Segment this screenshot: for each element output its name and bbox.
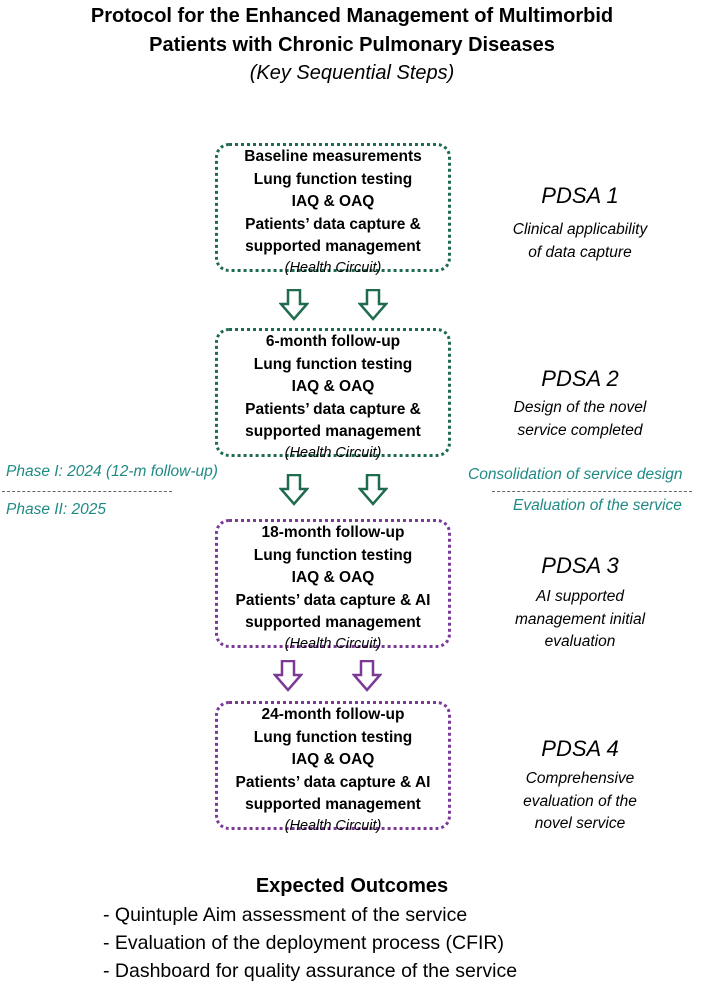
step-heading: 18-month follow-up (261, 524, 405, 541)
subtitle: (Key Sequential Steps) (249, 62, 455, 84)
down-arrow-icon (279, 289, 309, 321)
pdsa-desc-line: Clinical applicability (512, 221, 648, 238)
pdsa-desc-line: of data capture (528, 243, 632, 261)
step-line: supported management (245, 614, 421, 631)
step-circuit: (Health Circuit) (284, 259, 382, 276)
step-heading: Baseline measurements (244, 148, 422, 165)
outcome-item: - Evaluation of the deployment process (… (103, 932, 505, 954)
pdsa-desc-line: service completed (517, 421, 643, 439)
pdsa-desc-4: Comprehensive evaluation of the novel se… (480, 768, 680, 836)
step-line: Lung function testing (253, 728, 413, 746)
phase-right-top-label: Consolidation of service design (468, 466, 683, 483)
step-line: Patients’ data capture & (245, 215, 421, 233)
pdsa-label-1: PDSA 1 (541, 183, 619, 208)
down-arrow-icon (273, 660, 303, 692)
pdsa-desc-1: Clinical applicability of data capture (480, 219, 680, 264)
phase-1-label: Phase I: 2024 (12-m follow-up) (6, 463, 218, 480)
phase-divider-left (2, 491, 172, 492)
down-arrow-icon (352, 660, 382, 692)
step-circuit: (Health Circuit) (284, 635, 382, 652)
pdsa-desc-line: Design of the novel (513, 399, 647, 416)
step-line: Lung function testing (253, 355, 413, 373)
step-line: IAQ & OAQ (291, 193, 375, 210)
pdsa-desc-line: evaluation of the (523, 792, 637, 810)
pdsa-desc-line: novel service (534, 815, 626, 832)
step-line: IAQ & OAQ (291, 378, 375, 395)
step-line: IAQ & OAQ (291, 751, 375, 768)
pdsa-desc-line: AI supported (536, 588, 624, 605)
pdsa-desc-2: Design of the novel service completed (480, 397, 680, 442)
pdsa-label-2: PDSA 2 (541, 366, 619, 391)
step-line: Patients’ data capture & (245, 400, 421, 418)
step-box-18-month: 18-month follow-up Lung function testing… (215, 519, 451, 652)
phase-divider-right (492, 491, 692, 492)
outcome-item: - Dashboard for quality assurance of the… (103, 960, 518, 982)
step-circuit: (Health Circuit) (284, 444, 382, 461)
step-line: IAQ & OAQ (291, 569, 375, 586)
step-line: Lung function testing (253, 546, 413, 564)
step-circuit: (Health Circuit) (284, 817, 382, 834)
step-box-6-month: 6-month follow-up Lung function testing … (215, 328, 451, 461)
phase-right-bottom-label: Evaluation of the service (513, 497, 682, 514)
down-arrow-icon (358, 289, 388, 321)
step-line: supported management (245, 796, 421, 813)
step-box-baseline: Baseline measurements Lung function test… (215, 143, 451, 276)
pdsa-desc-line: evaluation (544, 633, 616, 650)
step-heading: 24-month follow-up (261, 706, 405, 723)
pdsa-desc-line: Comprehensive (525, 770, 635, 787)
outcome-item: - Quintuple Aim assessment of the servic… (103, 904, 468, 926)
pdsa-label-4: PDSA 4 (541, 736, 619, 761)
outcomes-title: Expected Outcomes (255, 875, 449, 897)
down-arrow-icon (279, 474, 309, 506)
pdsa-desc-3: AI supported management initial evaluati… (480, 586, 680, 654)
title-line-2: Patients with Chronic Pulmonary Diseases (149, 34, 555, 56)
pdsa-label-3: PDSA 3 (541, 553, 619, 578)
step-line: Patients’ data capture & AI (235, 773, 431, 791)
step-line: Patients’ data capture & AI (235, 591, 431, 609)
step-heading: 6-month follow-up (265, 333, 401, 350)
step-line: supported management (245, 238, 421, 255)
title-line-1: Protocol for the Enhanced Management of … (90, 5, 614, 27)
phase-2-label: Phase II: 2025 (6, 501, 106, 518)
step-line: Lung function testing (253, 170, 413, 188)
down-arrow-icon (358, 474, 388, 506)
step-box-24-month: 24-month follow-up Lung function testing… (215, 701, 451, 834)
pdsa-desc-line: management initial (514, 610, 646, 628)
step-line: supported management (245, 423, 421, 440)
